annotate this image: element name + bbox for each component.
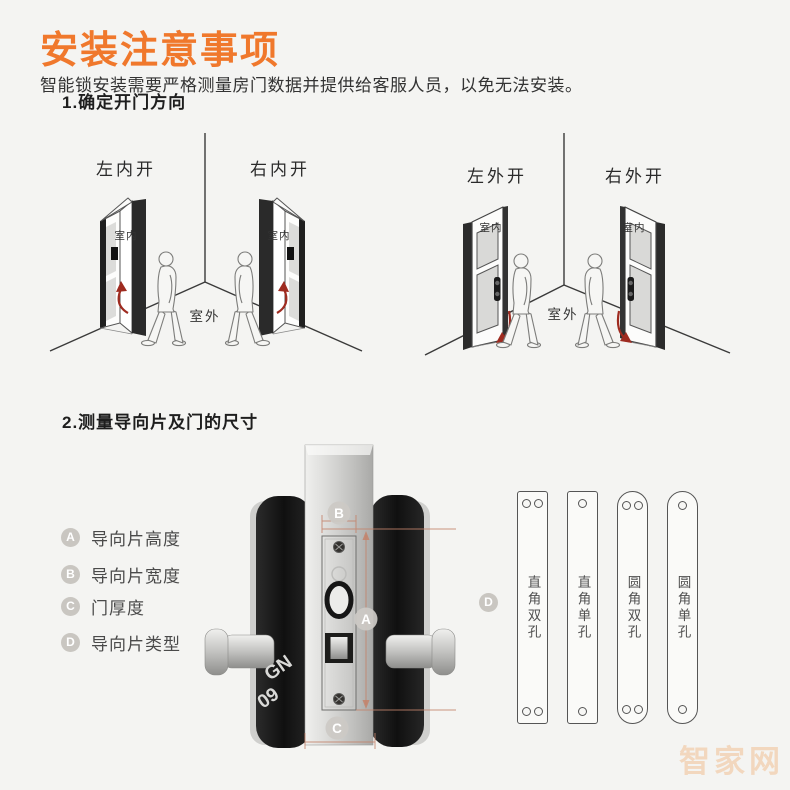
plate-square-single-hole: 直角单孔 xyxy=(567,491,598,724)
lock-handle-left xyxy=(204,628,275,676)
plate-label: 直角单孔 xyxy=(575,574,591,641)
plate-hole xyxy=(534,707,543,716)
plate-hole xyxy=(634,501,643,510)
plate-label: 直角双孔 xyxy=(525,574,541,641)
site-watermark: 智家网 xyxy=(679,744,784,779)
lock-handle-right xyxy=(385,628,456,676)
badge-a: A xyxy=(61,527,80,547)
measurement-label-a: 导向片高度 xyxy=(91,529,181,549)
measurement-row-c: C 门厚度 xyxy=(61,596,145,618)
plate-hole xyxy=(534,499,543,508)
badge-c: C xyxy=(61,596,80,616)
svg-text:A: A xyxy=(361,612,371,627)
latch-guide-plate xyxy=(321,535,357,711)
plate-hole xyxy=(622,705,631,714)
measurement-row-d: D 导向片类型 xyxy=(61,632,181,654)
label-right-outward: 右外开 xyxy=(605,167,665,186)
page-subtitle: 智能锁安装需要严格测量房门数据并提供给客服人员，以免无法安装。 xyxy=(40,76,583,95)
outdoor-label: 室外 xyxy=(190,308,221,324)
badge-d: D xyxy=(61,632,80,652)
person-figure xyxy=(140,251,187,347)
plate-hole xyxy=(578,499,587,508)
indoor-label: 室内 xyxy=(480,221,503,234)
plate-hole xyxy=(634,705,643,714)
section2-heading: 2.测量导向片及门的尺寸 xyxy=(62,413,259,432)
measurement-row-b: B 导向片宽度 xyxy=(61,564,181,586)
person-figure xyxy=(574,253,621,349)
lock-escutcheon-left xyxy=(256,496,312,748)
indoor-label: 室内 xyxy=(115,229,138,242)
cylinder-hole xyxy=(324,581,354,619)
plate-hole xyxy=(522,499,531,508)
diagram-inward-doors: 左内开 右内开 室内 室内 室外 xyxy=(49,133,363,352)
marker-a: A xyxy=(354,607,378,631)
marker-c: C xyxy=(325,716,349,740)
plate-hole xyxy=(622,501,631,510)
label-left-outward: 左外开 xyxy=(467,167,527,186)
measurement-row-a: A 导向片高度 xyxy=(61,527,181,549)
door-left-inward xyxy=(98,196,148,338)
plate-round-single-hole: 圆角单孔 xyxy=(667,491,698,724)
screw-icon xyxy=(333,693,345,705)
marker-b: B xyxy=(327,501,351,525)
indoor-label: 室内 xyxy=(623,221,646,234)
latch-bolt xyxy=(330,637,348,659)
plate-hole xyxy=(678,705,687,714)
section1-heading: 1.确定开门方向 xyxy=(62,93,187,112)
badge-b: B xyxy=(61,564,80,584)
label-right-inward: 右内开 xyxy=(250,160,310,179)
door-right-inward xyxy=(257,196,307,338)
label-left-inward: 左内开 xyxy=(96,160,156,179)
plate-hole xyxy=(578,707,587,716)
measurement-label-d: 导向片类型 xyxy=(91,634,181,654)
measurement-label-c: 门厚度 xyxy=(91,598,145,618)
measurement-label-b: 导向片宽度 xyxy=(91,566,181,586)
plate-hole xyxy=(678,501,687,510)
plate-square-double-hole: 直角双孔 xyxy=(517,491,548,724)
screw-icon xyxy=(333,541,345,553)
badge-d-plates: D xyxy=(479,593,498,612)
diagram-outward-doors: 左外开 右外开 室内 室内 室外 xyxy=(424,133,731,356)
page-title: 安装注意事项 xyxy=(40,30,281,73)
indoor-label: 室内 xyxy=(268,229,291,242)
svg-text:C: C xyxy=(332,721,342,736)
svg-text:B: B xyxy=(334,506,344,521)
lock-side-view-photo: GN 09 B A C xyxy=(204,444,456,749)
outdoor-label: 室外 xyxy=(548,306,579,322)
plate-label: 圆角单孔 xyxy=(675,574,691,641)
plate-round-double-hole: 圆角双孔 xyxy=(617,491,648,724)
plate-label: 圆角双孔 xyxy=(625,574,641,641)
guide-plate-types: 直角双孔 直角单孔 圆角双孔 圆角单孔 xyxy=(517,491,698,724)
lock-escutcheon-right xyxy=(370,495,424,747)
plate-hole xyxy=(522,707,531,716)
